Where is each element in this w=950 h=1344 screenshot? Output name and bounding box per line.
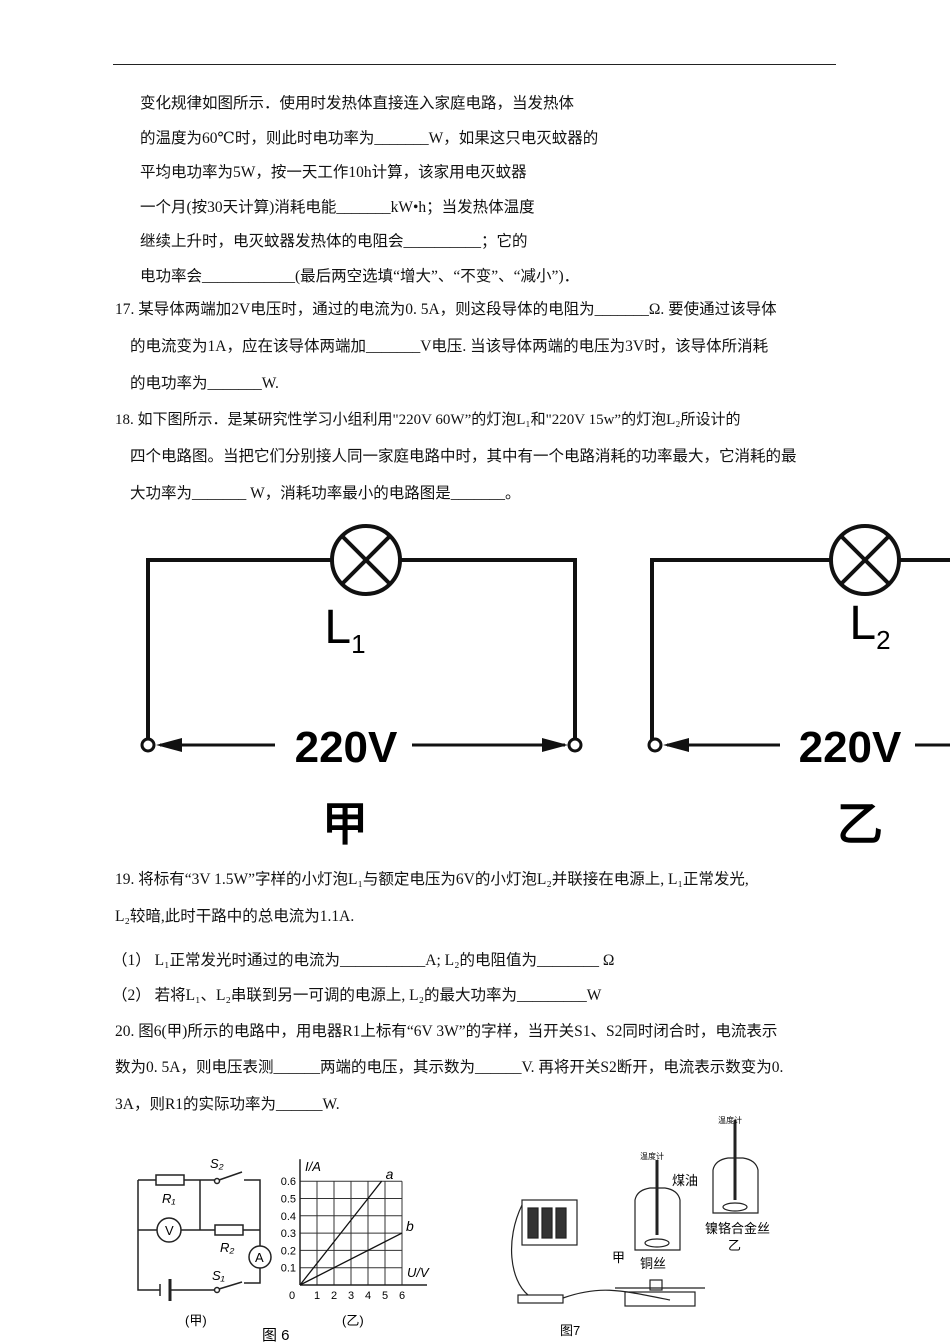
series-label: b xyxy=(406,1218,414,1234)
beaker-yi xyxy=(712,1120,759,1214)
wire xyxy=(146,558,331,740)
switch-icon xyxy=(517,1294,564,1304)
text-line: 数为0. 5A，则电压表测______两端的电压，其示数为______V. 再将… xyxy=(115,1059,784,1076)
y-tick-label: 0.4 xyxy=(281,1211,296,1223)
text-line: 继续上升时，电灭蚊器发热体的电阻会__________；它的 xyxy=(140,233,528,250)
x-axis-label: U/V xyxy=(407,1265,430,1280)
text-line: 大功率为_______ W，消耗功率最小的电路图是_______。 xyxy=(130,485,521,502)
beaker-jia-label: 甲 xyxy=(612,1250,625,1265)
figure-7: 温度计 温度计 煤油 镍铬合金丝 铜丝 甲 乙 图7 xyxy=(511,1115,770,1338)
wire xyxy=(562,1289,671,1301)
series-line-b xyxy=(299,1232,403,1286)
y-tick-label: 0.5 xyxy=(281,1194,296,1206)
y-tick-label: 0.2 xyxy=(281,1245,296,1257)
voltmeter-label: V xyxy=(165,1223,174,1238)
s1-label: S₁ xyxy=(212,1268,225,1283)
caption-jia: (甲) xyxy=(185,1313,207,1328)
lamp-label: L2 xyxy=(849,597,890,655)
lamp-icon xyxy=(829,524,901,596)
circuit-caption: 甲 xyxy=(322,798,368,850)
terminal xyxy=(140,737,156,753)
header-rule xyxy=(113,64,836,65)
terminal xyxy=(647,737,663,753)
voltage-label: 220V xyxy=(295,723,398,772)
text-line: 变化规律如图所示．使用时发热体直接连入家庭电路，当发热体 xyxy=(140,95,575,112)
beaker-jia xyxy=(634,1160,681,1251)
text-line: 的电流变为1A，应在该导体两端加_______V电压. 当该导体两端的电压为3V… xyxy=(130,338,769,355)
arrow-left-icon xyxy=(156,738,182,752)
text-line: L₂较暗,此时干路中的总电流为1.1A. xyxy=(115,908,355,925)
y-tick-label: 0.3 xyxy=(281,1228,296,1240)
x-tick-label: 0 xyxy=(289,1290,295,1302)
text-line: 电功率会____________(最后两空选填“增大”、“不变”、“减小”)． xyxy=(140,268,580,285)
voltage-label: 220V xyxy=(799,723,902,772)
series-line-a xyxy=(299,1180,383,1286)
terminal xyxy=(567,737,583,753)
arrow-left-icon xyxy=(663,738,689,752)
y-tick-label: 0.1 xyxy=(281,1263,296,1275)
thermometer-label: 温度计 xyxy=(718,1115,742,1125)
text-line: 18. 如下图所示．是某研究性学习小组利用"220V 60W”的灯泡L₁和"22… xyxy=(115,412,741,428)
beaker-yi-label: 乙 xyxy=(728,1238,741,1253)
wire xyxy=(650,558,830,740)
circuit-yi xyxy=(647,524,950,753)
lamp-icon xyxy=(330,524,402,596)
nichrome-wire-label: 镍铬合金丝 xyxy=(705,1221,770,1236)
text-line: 四个电路图。当把它们分别接人同一家庭电路中时，其中有一个电路消耗的功率最大，它消… xyxy=(130,448,797,465)
x-tick-label: 2 xyxy=(331,1290,337,1302)
r1-label: R₁ xyxy=(162,1191,176,1206)
x-tick-label: 6 xyxy=(399,1290,405,1302)
text-line: （1） L₁正常发光时通过的电流为___________A; L₂的电阻值为__… xyxy=(112,952,615,969)
text-line: 的电功率为_______W. xyxy=(130,375,279,392)
kerosene-label: 煤油 xyxy=(672,1173,698,1188)
wire xyxy=(401,558,577,740)
figure-title: 图7 xyxy=(560,1323,580,1338)
resistor-r1 xyxy=(155,1174,185,1186)
text-line: 一个月(按30天计算)消耗电能_______kW•h；当发热体温度 xyxy=(140,199,535,216)
y-tick-label: 0.6 xyxy=(281,1176,296,1188)
series-label: a xyxy=(386,1166,394,1182)
text-line: （2） 若将L₁、L₂串联到另一可调的电源上, L₂的最大功率为________… xyxy=(112,987,602,1004)
arrow-right-icon xyxy=(542,738,568,752)
x-tick-label: 5 xyxy=(382,1290,388,1302)
battery-icon xyxy=(521,1199,578,1246)
caption-yi: (乙) xyxy=(342,1313,364,1328)
circuit-jia-fig6 xyxy=(137,1171,272,1301)
text-line: 20. 图6(甲)所示的电路中，用电器R1上标有“6V 3W”的字样，当开关S1… xyxy=(115,1023,778,1040)
x-tick-label: 4 xyxy=(365,1290,371,1302)
ammeter-label: A xyxy=(255,1250,264,1265)
circuit-diagrams: L1 220V 甲 L2 220V 乙 xyxy=(140,524,950,850)
ammeter-icon xyxy=(248,1245,272,1269)
text-line: 的温度为60℃时，则此时电功率为_______W，如果这只电灭蚊器的 xyxy=(140,130,599,147)
text-line: 3A，则R1的实际功率为______W. xyxy=(115,1096,340,1113)
thermometer-label: 温度计 xyxy=(640,1151,664,1161)
y-axis-label: I/A xyxy=(305,1159,321,1174)
x-tick-label: 1 xyxy=(314,1290,320,1302)
circuit-caption: 乙 xyxy=(837,798,883,850)
figure-title: 图 6 xyxy=(262,1327,290,1344)
rheostat-icon xyxy=(615,1279,705,1307)
text-line: 19. 将标有“3V 1.5W”字样的小灯泡L₁与额定电压为6V的小灯泡L₂并联… xyxy=(115,871,749,888)
wire xyxy=(511,1204,529,1296)
text-line: 平均电功率为5W，按一天工作10h计算，该家用电灭蚊器 xyxy=(140,164,527,181)
resistor-r2 xyxy=(214,1224,244,1236)
figure-6: R₁ R₂ S₂ S₁ V A (甲) (乙) 图 6 0.6 0.5 0.4 0.3… xyxy=(137,1156,430,1344)
text-line: 17. 某导体两端加2V电压时，通过的电流为0. 5A，则这段导体的电阻为___… xyxy=(115,301,777,318)
copper-wire-label: 铜丝 xyxy=(640,1256,666,1271)
circuit-jia xyxy=(140,524,583,753)
lamp-label: L1 xyxy=(324,601,365,659)
r2-label: R₂ xyxy=(220,1240,234,1255)
s2-label: S₂ xyxy=(210,1156,224,1171)
x-tick-label: 3 xyxy=(348,1290,354,1302)
